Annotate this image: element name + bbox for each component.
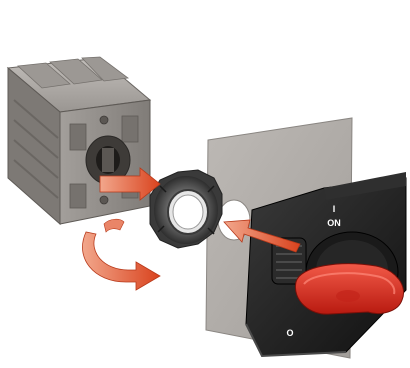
switch-body [8, 57, 150, 224]
on-symbol-label: I [333, 204, 336, 214]
red-rotary-handle [295, 264, 403, 314]
off-symbol-label: O [286, 328, 293, 338]
rotation-arrow [82, 219, 160, 290]
on-label: ON [327, 218, 341, 228]
